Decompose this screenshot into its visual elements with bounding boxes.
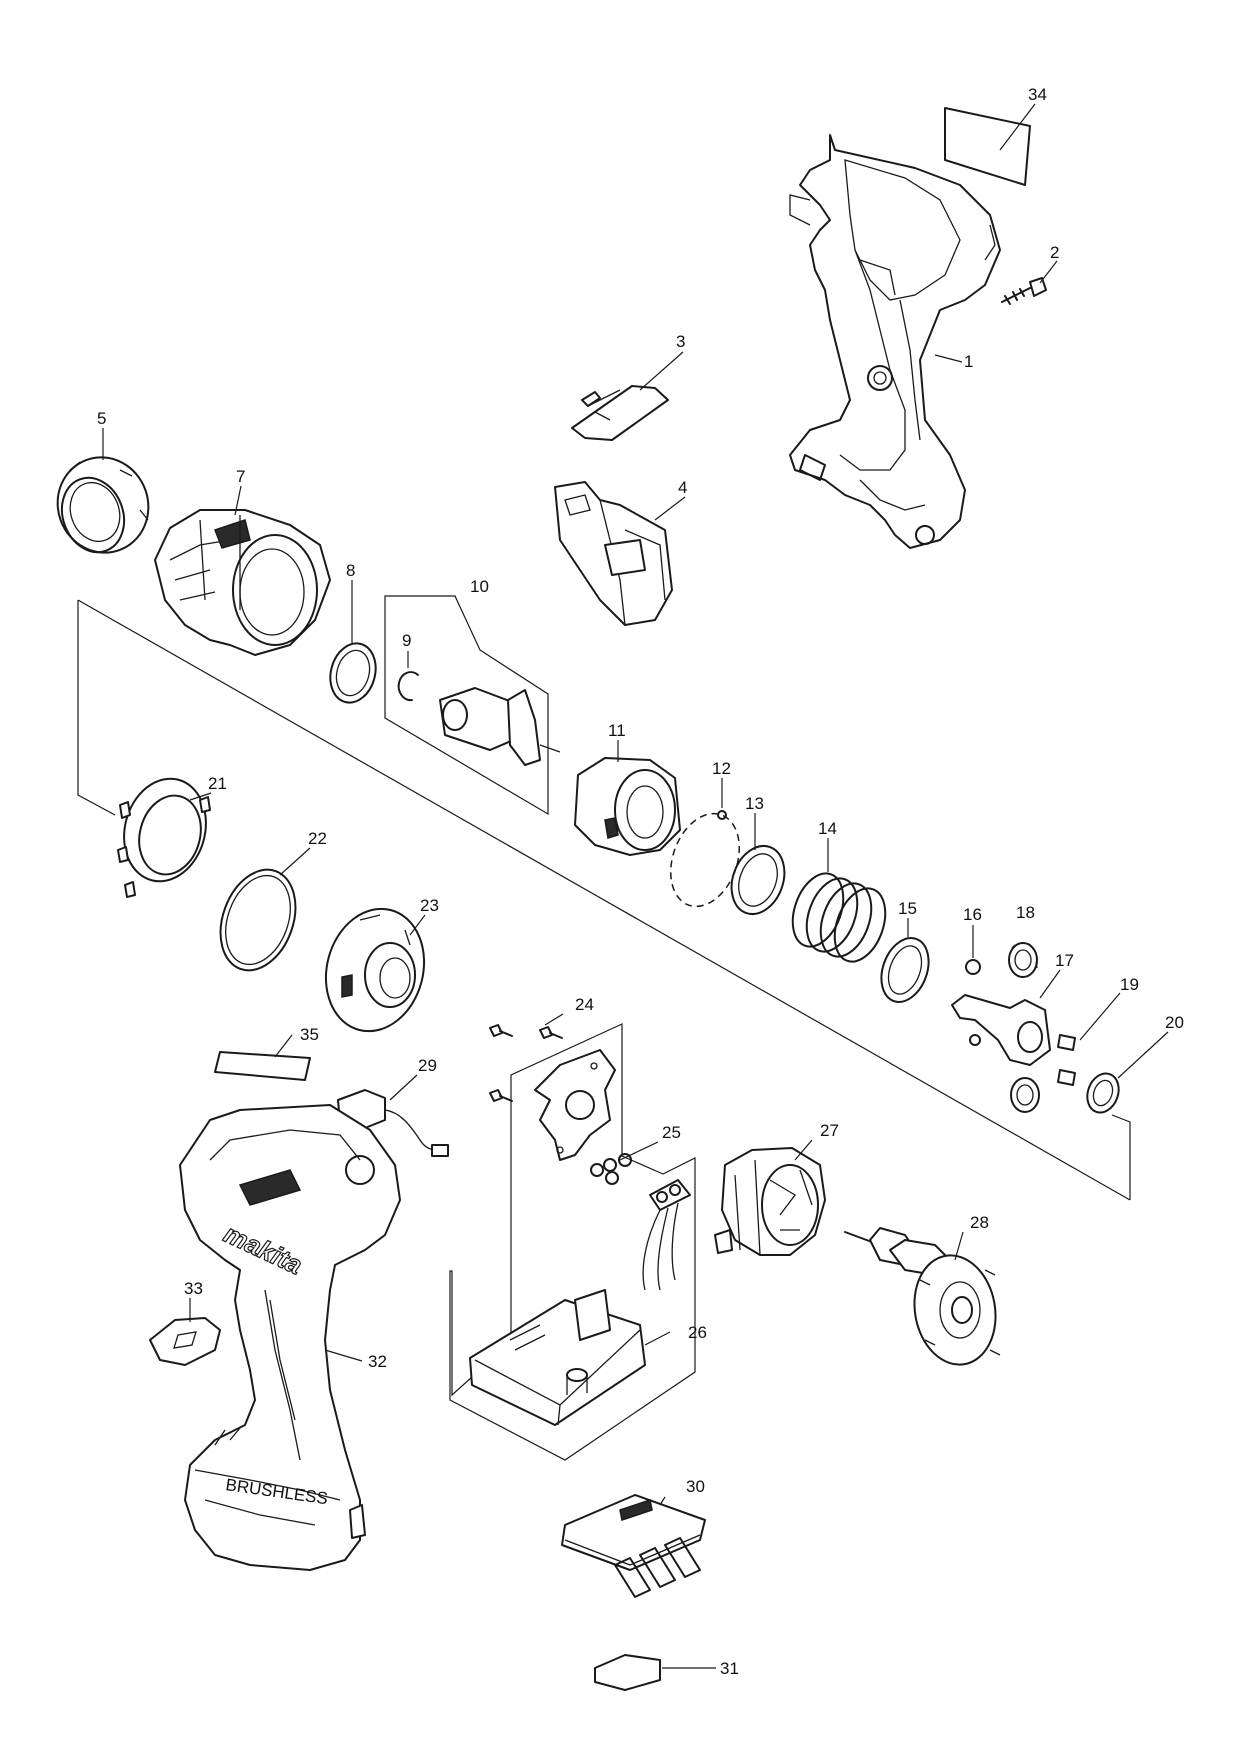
callout-30: 30 bbox=[686, 1477, 705, 1496]
part-18-planet-gear bbox=[1010, 1077, 1040, 1113]
part-12-steel-ball bbox=[717, 810, 727, 820]
part-19-pin bbox=[1057, 1034, 1076, 1086]
callout-34: 34 bbox=[1028, 85, 1047, 104]
callout-12: 12 bbox=[712, 759, 731, 778]
part-15-washer bbox=[880, 937, 930, 1003]
part-31-label bbox=[594, 1654, 661, 1691]
callout-7: 7 bbox=[236, 467, 245, 486]
part-10-anvil bbox=[439, 687, 561, 766]
callout-19: 19 bbox=[1120, 975, 1139, 994]
part-24-screw bbox=[539, 1026, 563, 1039]
callout-32: 32 bbox=[368, 1352, 387, 1371]
callout-23: 23 bbox=[420, 896, 439, 915]
callout-labels: 1 2 3 4 5 7 8 9 10 11 12 13 14 15 16 17 … bbox=[97, 85, 1184, 1678]
callout-21: 21 bbox=[208, 774, 227, 793]
part-35-label bbox=[214, 1051, 311, 1081]
part-25-terminal bbox=[590, 1153, 632, 1185]
assembly-frame-line bbox=[1111, 1114, 1131, 1200]
callout-5: 5 bbox=[97, 409, 106, 428]
callout-14: 14 bbox=[818, 819, 837, 838]
part-17-spindle bbox=[951, 994, 1051, 1066]
callout-35: 35 bbox=[300, 1025, 319, 1044]
part-24-screw bbox=[489, 1024, 513, 1037]
part-8-ring bbox=[329, 642, 377, 704]
part-30-plate bbox=[561, 1494, 706, 1598]
part-7-hammer-case bbox=[154, 509, 331, 656]
callout-31: 31 bbox=[720, 1659, 739, 1678]
callout-9: 9 bbox=[402, 631, 411, 650]
part-32-housing: makita BRUSHLESS bbox=[179, 1104, 401, 1571]
callout-11: 11 bbox=[608, 721, 626, 740]
part-33-button-cap bbox=[149, 1317, 221, 1366]
terminal-block bbox=[642, 1179, 691, 1291]
part-21-internal-gear bbox=[117, 777, 211, 898]
part-24-screw bbox=[489, 1089, 513, 1102]
part-28-rotor bbox=[844, 1227, 1001, 1366]
part-3-switch-lever bbox=[571, 385, 669, 441]
callout-2: 2 bbox=[1050, 243, 1059, 262]
callout-22: 22 bbox=[308, 829, 327, 848]
part-13-flat-washer bbox=[730, 845, 786, 915]
part-22-o-ring bbox=[219, 868, 297, 972]
callout-33: 33 bbox=[184, 1279, 203, 1298]
callout-15: 15 bbox=[898, 899, 917, 918]
part-20-flat-washer bbox=[1086, 1072, 1120, 1114]
part-16-steel-ball bbox=[965, 959, 981, 975]
part-4-switch bbox=[554, 481, 673, 626]
part-14-compression-spring bbox=[791, 872, 887, 963]
part-34-label-plate bbox=[944, 107, 1031, 186]
callout-3: 3 bbox=[676, 332, 685, 351]
assembly-frame-line bbox=[77, 599, 1131, 1201]
callout-1: 1 bbox=[964, 352, 973, 371]
callout-24: 24 bbox=[575, 995, 594, 1014]
callout-29: 29 bbox=[418, 1056, 437, 1075]
callout-16: 16 bbox=[963, 905, 982, 924]
callout-27: 27 bbox=[820, 1121, 839, 1140]
callout-18: 18 bbox=[1016, 903, 1035, 922]
callout-8: 8 bbox=[346, 561, 355, 580]
callout-28: 28 bbox=[970, 1213, 989, 1232]
callout-17: 17 bbox=[1055, 951, 1074, 970]
assembly-frame-line bbox=[77, 600, 116, 816]
callout-20: 20 bbox=[1165, 1013, 1184, 1032]
part-18-planet-gear bbox=[1008, 942, 1038, 978]
callout-25: 25 bbox=[662, 1123, 681, 1142]
callout-4: 4 bbox=[678, 478, 687, 497]
callout-13: 13 bbox=[745, 794, 764, 813]
leader-lines bbox=[102, 103, 1169, 1669]
anvil-group-frame bbox=[384, 595, 549, 816]
callout-26: 26 bbox=[688, 1323, 707, 1342]
part-2-screw bbox=[1001, 277, 1047, 305]
part-9-retaining-ring bbox=[397, 671, 419, 702]
callout-10: 10 bbox=[470, 577, 489, 596]
sensor-plate bbox=[534, 1049, 616, 1161]
part-11-hammer bbox=[574, 757, 681, 856]
part-1-housing-half bbox=[789, 134, 1001, 549]
part-26-controller bbox=[469, 1289, 646, 1426]
part-5-ring-cover bbox=[56, 456, 150, 554]
part-23-gear-housing bbox=[324, 907, 426, 1033]
part-27-stator bbox=[714, 1147, 826, 1256]
